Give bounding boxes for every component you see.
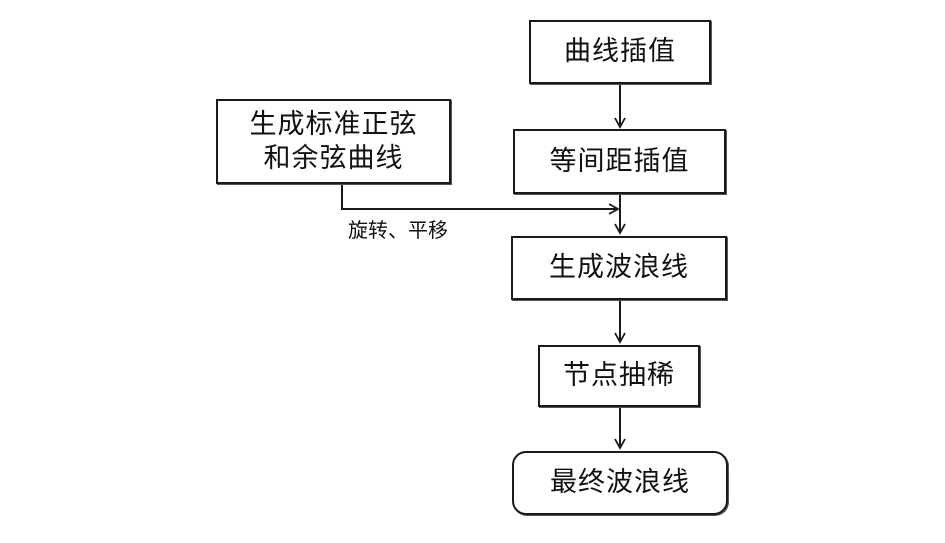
node-equidistant-interpolation-label: 等间距插值 [549,145,690,177]
node-generate-wave-label: 生成波浪线 [549,252,689,284]
node-standard-sine-cosine-label: 生成标准正弦和余弦曲线 [249,108,418,174]
node-node-thinning: 节点抽稀 [538,345,700,407]
arrow-sine-to-flow [341,184,620,215]
node-standard-sine-cosine: 生成标准正弦和余弦曲线 [216,99,451,184]
node-generate-wave: 生成波浪线 [511,236,727,300]
node-node-thinning-label: 节点抽稀 [563,360,675,392]
node-final-wave: 最终波浪线 [512,451,728,515]
node-curve-interpolation: 曲线插值 [529,20,711,84]
edge-label-rotate-translate: 旋转、平移 [348,218,448,242]
node-final-wave-label: 最终波浪线 [550,467,690,499]
node-curve-interpolation-label: 曲线插值 [564,36,676,68]
node-equidistant-interpolation: 等间距插值 [513,129,726,194]
